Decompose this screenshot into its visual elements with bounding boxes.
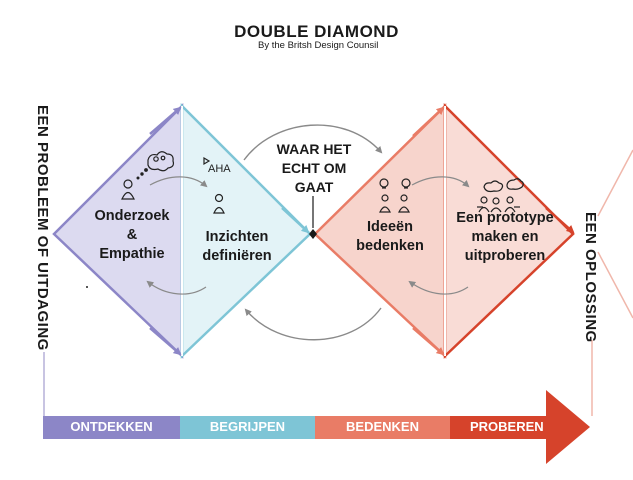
- stage-line: Onderzoek: [94, 208, 170, 224]
- stage-line: uitproberen: [464, 248, 546, 264]
- phase-label-ontdekken: ONTDEKKEN: [70, 419, 153, 434]
- aha-text: AHA: [208, 163, 231, 175]
- phase-label-proberen: PROBEREN: [470, 419, 544, 434]
- phase-label-bedenken: BEDENKEN: [346, 419, 419, 434]
- stage-line: &: [126, 227, 138, 243]
- stage-ideate-text: Ideeën bedenken: [350, 218, 430, 256]
- stage-line: Empathie: [99, 246, 165, 262]
- center-note-line: ECHT OM: [281, 160, 347, 176]
- stage-line: bedenken: [356, 238, 424, 254]
- center-point: [309, 229, 317, 239]
- stage-line: Ideeën: [367, 219, 413, 235]
- stage-line: definiëren: [202, 248, 272, 264]
- phase-bar-begrijpen: [180, 416, 315, 439]
- stage-define-text: Inzichten definiëren: [187, 228, 287, 266]
- stage-line: maken en: [471, 229, 539, 245]
- diagram-subtitle: By the Britsh Design Counsil: [258, 40, 379, 51]
- stage-line: Een prototype: [456, 210, 554, 226]
- stage-discover-text: Onderzoek & Empathie: [82, 207, 182, 264]
- phase-bar-bedenken: [315, 416, 450, 439]
- center-note-line: WAAR HET: [276, 141, 352, 157]
- phase-bar-ontdekken: [43, 416, 180, 439]
- idea-sketch-icon: [379, 178, 411, 213]
- phase-label-begrijpen: BEGRIJPEN: [209, 419, 286, 434]
- center-note: WAAR HET ECHT OM GAAT: [262, 140, 366, 197]
- problem-label: EEN PROBLEEM OF UITDAGING: [34, 105, 51, 351]
- researcher-sketch-icon: [121, 151, 175, 200]
- stage-line: Inzichten: [205, 229, 269, 245]
- aha-sketch-icon: [203, 156, 225, 214]
- process-arrowhead: [546, 390, 590, 464]
- phase-bar-proberen: [450, 416, 546, 439]
- solution-label: EEN OPLOSSING: [582, 212, 599, 343]
- prototype-sketch-icon: [477, 178, 524, 213]
- diagram-title: DOUBLE DIAMOND: [234, 22, 399, 41]
- stage-prototype-text: Een prototype maken en uitproberen: [447, 209, 563, 266]
- center-note-line: GAAT: [294, 179, 334, 195]
